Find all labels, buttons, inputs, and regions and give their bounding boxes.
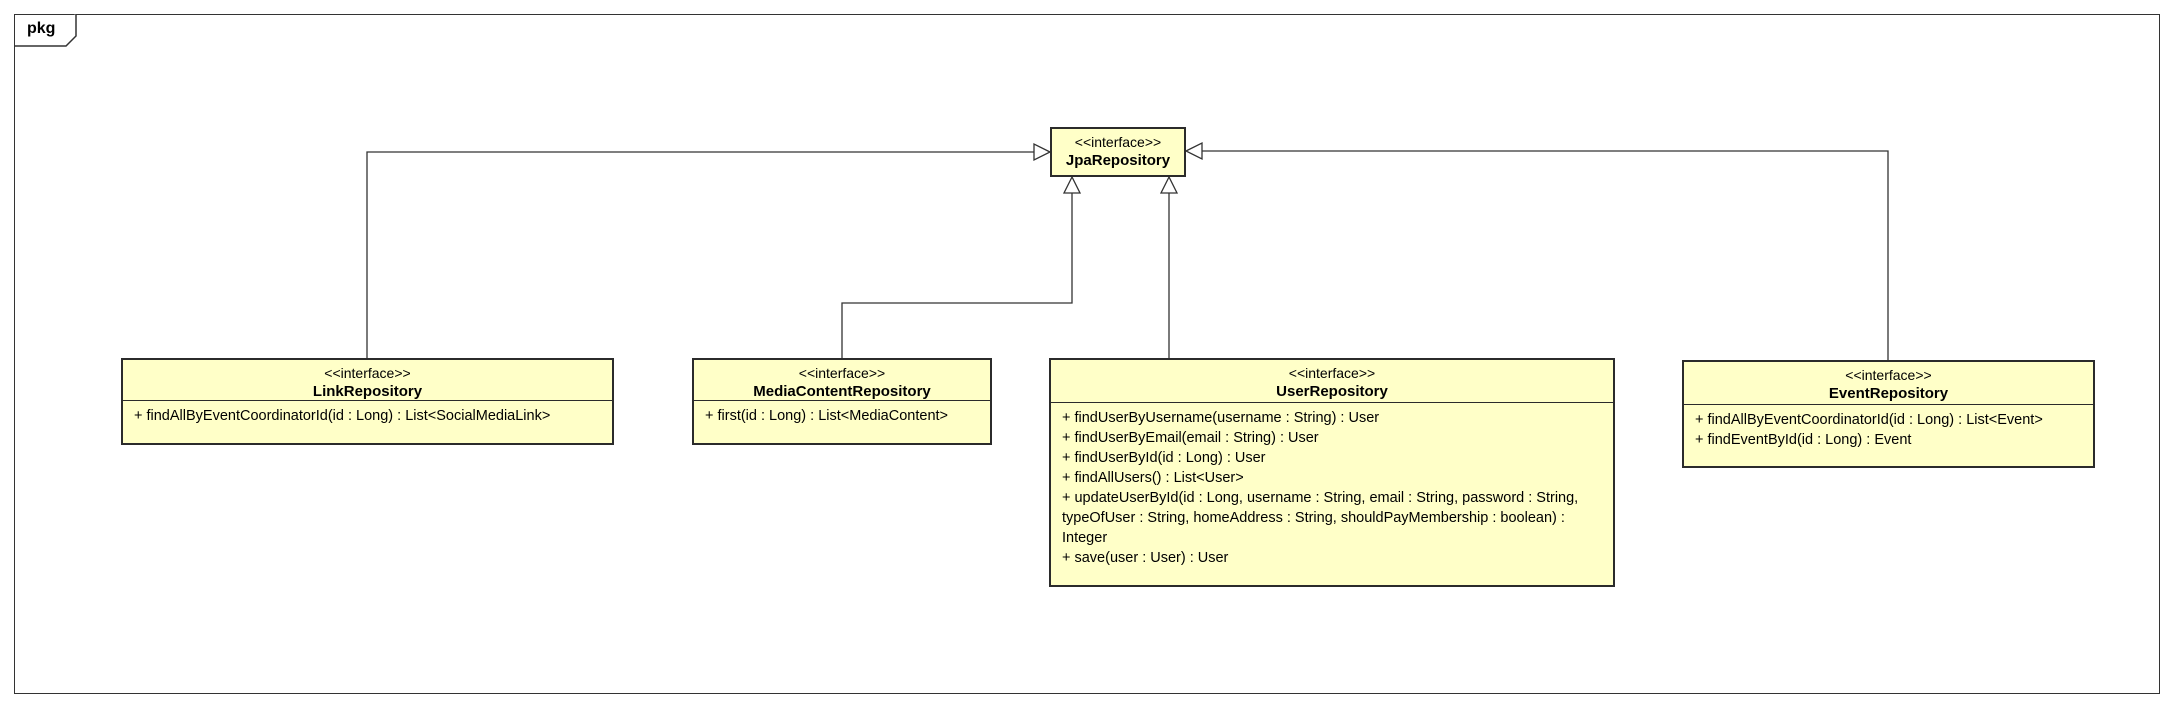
arrowhead-user: [1159, 175, 1179, 194]
operations-compartment: + findAllByEventCoordinatorId(id : Long)…: [123, 400, 612, 430]
operations-compartment: + first(id : Long) : List<MediaContent>: [694, 400, 990, 430]
arrowhead-media: [1062, 175, 1082, 194]
arrowhead-link: [1033, 142, 1052, 162]
operation: + findUserById(id : Long) : User: [1062, 450, 1266, 466]
arrowhead-event: [1184, 141, 1203, 161]
class-jpa-repository: <<interface>> JpaRepository: [1050, 127, 1186, 177]
operations-compartment: + findAllByEventCoordinatorId(id : Long)…: [1684, 404, 2093, 454]
package-label: pkg: [27, 20, 56, 37]
operation: + first(id : Long) : List<MediaContent>: [705, 408, 949, 424]
class-name: EventRepository: [1828, 385, 1949, 402]
stereotype-label: <<interface>>: [798, 365, 886, 381]
edge-event-to-jpa: [1202, 150, 1889, 361]
operation: + findUserByEmail(email : String) : User: [1062, 430, 1319, 446]
package-tab: [14, 14, 77, 47]
class-name: MediaContentRepository: [753, 383, 931, 400]
stereotype-label: <<interface>>: [324, 365, 411, 381]
operation: + findUserByUsername(username : String) …: [1062, 410, 1380, 426]
class-user-repository: <<interface>> UserRepository + findUserB…: [1049, 358, 1615, 587]
operation: + findAllByEventCoordinatorId(id : Long)…: [134, 408, 551, 424]
operation: + findAllUsers() : List<User>: [1062, 470, 1244, 486]
stereotype-label: <<interface>>: [1074, 134, 1162, 150]
class-name: JpaRepository: [1065, 152, 1171, 169]
operation: + findEventById(id : Long) : Event: [1695, 432, 1912, 448]
operation: + save(user : User) : User: [1062, 550, 1229, 566]
class-link-repository: <<interface>> LinkRepository + findAllBy…: [121, 358, 614, 445]
edge-link-to-jpa: [366, 151, 1034, 360]
class-media-content-repository: <<interface>> MediaContentRepository + f…: [692, 358, 992, 445]
class-name: UserRepository: [1276, 383, 1388, 400]
stereotype-label: <<interface>>: [1845, 367, 1932, 383]
operations-compartment: + findUserByUsername(username : String) …: [1051, 402, 1613, 572]
edge-media-to-jpa: [841, 193, 1073, 360]
package-frame: [14, 14, 2160, 694]
class-event-repository: <<interface>> EventRepository + findAllB…: [1682, 360, 2095, 468]
stereotype-label: <<interface>>: [1288, 365, 1376, 381]
operation: + updateUserById(id : Long, username : S…: [1062, 490, 1579, 546]
operation: + findAllByEventCoordinatorId(id : Long)…: [1695, 412, 2043, 428]
class-name: LinkRepository: [312, 383, 423, 400]
